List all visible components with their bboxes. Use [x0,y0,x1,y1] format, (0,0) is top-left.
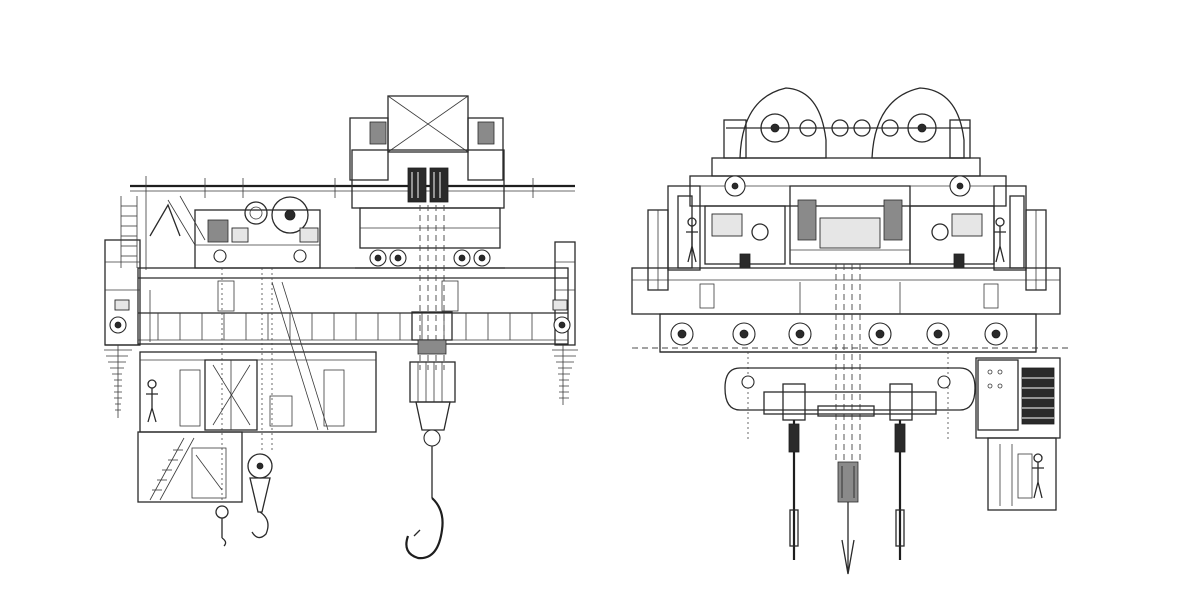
pulley-icon [215,505,229,519]
ladder-icon [120,196,138,268]
hook-icon [221,537,227,547]
person-figure-icon [1032,453,1044,499]
end-girder [631,267,1070,353]
motor-icon [407,167,427,203]
motor-icon [797,199,817,241]
main-hook-block [405,311,456,560]
end-operator-cabin [975,357,1061,511]
trolley-frame [355,207,505,269]
end-elevation-view [631,87,1070,575]
grab-tongs [788,420,906,575]
drum-icon [271,196,309,234]
gear-icon [751,223,769,241]
motor-icon [207,219,229,243]
operator-cabin [139,281,377,433]
pulley-icon [423,429,441,447]
gear-icon [244,201,268,225]
person-figure-icon [146,379,158,423]
hook-icon [251,511,269,539]
cabin-icon [977,359,1019,431]
girder-railing [157,313,533,340]
gear-icon [931,223,949,241]
main-hoist-ropes [221,205,445,500]
main-hoist-motor [407,167,449,203]
aux-hoist-machinery [149,195,321,269]
lifting-beam [724,367,976,421]
runway-hatch-left [104,345,132,418]
aux-hook-assembly [215,453,273,547]
bogie-wheels [670,322,1008,346]
end-view-ropes [747,264,949,460]
side-elevation-view [104,95,578,560]
main-girder [137,267,569,345]
motor-icon [883,199,903,241]
runway-hatch-right [552,345,578,405]
person-figure-icon [994,217,1006,263]
trolley-housing [349,95,505,209]
right-end-carriage [552,241,576,346]
motor-icon [429,167,449,203]
top-drum-housings [711,87,981,177]
left-end-carriage [104,239,141,346]
trolley-machinery [704,185,995,269]
hook-icon [405,497,444,560]
lower-stair [137,431,243,503]
